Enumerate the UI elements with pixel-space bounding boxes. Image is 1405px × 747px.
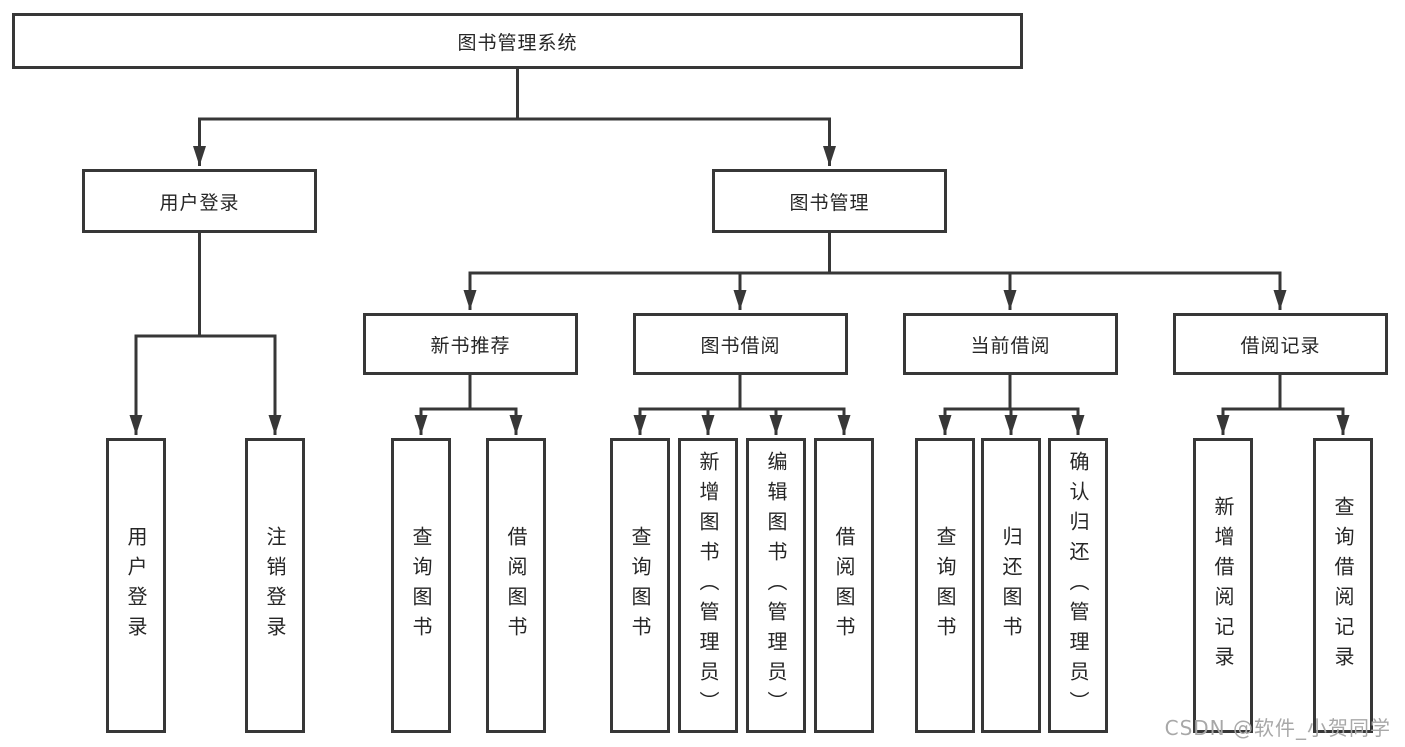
leaf-user-login: 用户登录 — [106, 438, 166, 733]
leaf-current-return-books: 归还图书 — [981, 438, 1041, 733]
leaf-records-search-borrow-record: 查询借阅记录 — [1313, 438, 1373, 733]
leaf-borrowing-borrow-books: 借阅图书 — [814, 438, 874, 733]
leaf-label: 借阅图书 — [832, 525, 856, 646]
leaf-borrowing-edit-books-admin: 编辑图书（管理员） — [746, 438, 806, 733]
leaf-label: 借阅图书 — [504, 525, 528, 646]
leaf-borrowing-search-books: 查询图书 — [610, 438, 670, 733]
leaf-label: 用户登录 — [124, 525, 148, 646]
node-borrowing-records: 借阅记录 — [1173, 313, 1388, 375]
node-new-book-recommendation: 新书推荐 — [363, 313, 578, 375]
leaf-recommend-borrow-books: 借阅图书 — [486, 438, 546, 733]
leaf-label: 编辑图书（管理员） — [764, 450, 788, 721]
leaf-current-search-books: 查询图书 — [915, 438, 975, 733]
node-label: 用户登录 — [159, 191, 240, 214]
leaf-borrowing-add-books-admin: 新增图书（管理员） — [678, 438, 738, 733]
node-label: 图书管理系统 — [457, 31, 578, 54]
leaf-current-confirm-return-admin: 确认归还（管理员） — [1048, 438, 1108, 733]
node-label: 当前借阅 — [970, 334, 1051, 357]
node-user-login: 用户登录 — [82, 169, 317, 233]
leaf-label: 注销登录 — [263, 525, 287, 646]
leaf-label: 新增图书（管理员） — [696, 450, 720, 721]
leaf-label: 查询图书 — [933, 525, 957, 646]
node-library-management-system: 图书管理系统 — [12, 13, 1023, 69]
leaf-label: 确认归还（管理员） — [1066, 450, 1090, 721]
leaf-label: 归还图书 — [999, 525, 1023, 646]
node-book-management: 图书管理 — [712, 169, 947, 233]
leaf-label: 查询借阅记录 — [1331, 495, 1355, 676]
leaf-recommend-search-books: 查询图书 — [391, 438, 451, 733]
node-label: 图书管理 — [789, 191, 870, 214]
leaf-label: 新增借阅记录 — [1211, 495, 1235, 676]
node-book-borrowing: 图书借阅 — [633, 313, 848, 375]
leaf-label: 查询图书 — [628, 525, 652, 646]
node-label: 借阅记录 — [1240, 334, 1321, 357]
leaf-logout: 注销登录 — [245, 438, 305, 733]
node-label: 新书推荐 — [430, 334, 511, 357]
node-current-borrowing: 当前借阅 — [903, 313, 1118, 375]
leaf-label: 查询图书 — [409, 525, 433, 646]
csdn-watermark: CSDN @软件_小贺同学 — [1164, 716, 1391, 740]
leaf-records-add-borrow-record: 新增借阅记录 — [1193, 438, 1253, 733]
node-label: 图书借阅 — [700, 334, 781, 357]
